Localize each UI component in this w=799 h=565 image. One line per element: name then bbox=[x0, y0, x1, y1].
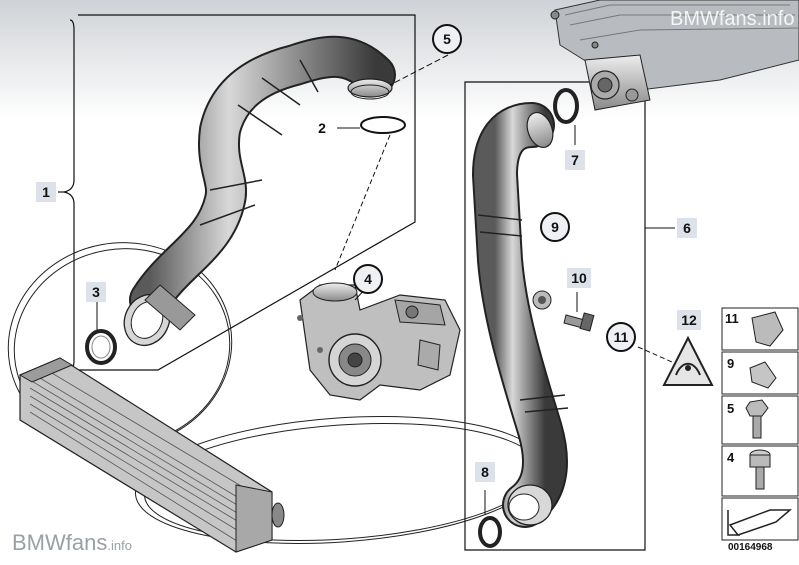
intercooler bbox=[18, 357, 285, 553]
o-ring-8 bbox=[478, 516, 502, 548]
callout-12: 12 bbox=[677, 310, 701, 330]
legend-label-5: 5 bbox=[727, 401, 735, 416]
legend-label-11: 11 bbox=[725, 311, 739, 326]
callout-4: 4 bbox=[353, 264, 383, 294]
arrow-icon bbox=[728, 509, 793, 536]
watermark-fans: fans bbox=[65, 530, 108, 555]
callout-1: 1 bbox=[36, 182, 56, 202]
callout-2: 2 bbox=[318, 120, 326, 136]
watermark-suffix: .info bbox=[107, 538, 132, 553]
watermark-top: BMWfans.info bbox=[670, 8, 795, 30]
diagram-number: 00164968 bbox=[728, 542, 773, 553]
clamp-icon bbox=[749, 361, 777, 389]
callout-8: 8 bbox=[475, 462, 495, 482]
charge-pipe-lower bbox=[471, 102, 569, 528]
socket-bolt-icon bbox=[749, 449, 771, 490]
frame-group-1 bbox=[78, 14, 416, 371]
frame-group-6 bbox=[464, 81, 646, 551]
legend-label-9: 9 bbox=[727, 356, 735, 371]
hex-bolt-icon bbox=[745, 399, 769, 439]
sensor-10 bbox=[563, 292, 595, 332]
watermark-bottom: BMWfans.info bbox=[12, 530, 132, 556]
o-ring-7 bbox=[553, 88, 579, 124]
turbocharger bbox=[297, 282, 461, 401]
o-ring-3 bbox=[85, 329, 117, 365]
warning-sticker-12 bbox=[662, 335, 714, 386]
watermark-brand: BMW bbox=[12, 530, 66, 555]
callout-11: 11 bbox=[606, 322, 636, 352]
callout-3: 3 bbox=[86, 282, 106, 302]
charge-pipe-upper bbox=[123, 35, 396, 346]
legend-panel bbox=[721, 307, 799, 541]
callout-10: 10 bbox=[567, 268, 591, 288]
intake-manifold bbox=[550, 0, 799, 111]
callout-5: 5 bbox=[432, 24, 462, 54]
gasket-ring-2 bbox=[360, 116, 406, 134]
callout-6: 6 bbox=[677, 218, 697, 238]
legend-label-4: 4 bbox=[727, 450, 735, 465]
clip-icon bbox=[751, 311, 784, 347]
callout-9: 9 bbox=[540, 212, 570, 242]
callout-7: 7 bbox=[565, 150, 585, 170]
